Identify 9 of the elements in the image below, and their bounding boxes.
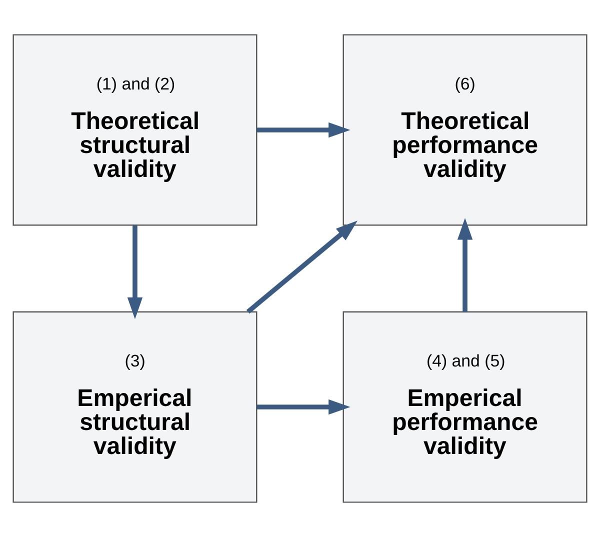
node-box: (4) and (5) Emperical performance validity — [342, 311, 588, 503]
node-box: (3) Emperical structural validity — [12, 311, 258, 503]
arrow — [246, 220, 358, 314]
arrow — [256, 122, 350, 138]
arrow — [457, 218, 473, 312]
arrow — [127, 225, 143, 320]
node-box: (6) Theoretical performance validity — [342, 34, 588, 226]
arrow — [256, 399, 350, 415]
node-box: (1) and (2) Theoretical structural validity — [12, 34, 258, 226]
